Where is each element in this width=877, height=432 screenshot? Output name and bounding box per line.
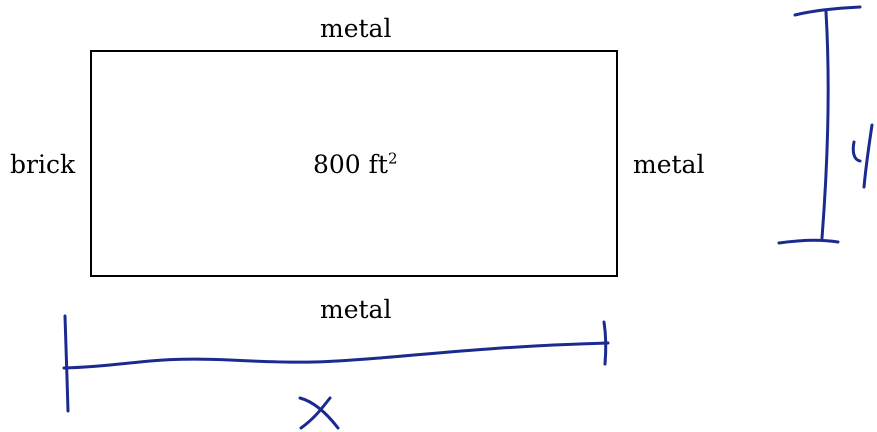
wall-label-left: brick xyxy=(10,150,76,179)
variable-y xyxy=(851,123,874,189)
variable-x xyxy=(298,396,340,430)
width-span-line xyxy=(62,341,610,370)
area-exponent: 2 xyxy=(387,149,398,168)
height-dimension-line xyxy=(777,5,862,245)
width-dimension-line xyxy=(62,314,610,413)
width-left-tick xyxy=(63,314,70,413)
height-vertical-line xyxy=(820,10,830,240)
height-bottom-bar xyxy=(777,238,840,245)
width-right-tick xyxy=(602,320,608,366)
height-top-bar xyxy=(793,5,862,17)
wall-label-bottom: metal xyxy=(320,295,392,324)
wall-label-right: metal xyxy=(633,150,705,179)
area-value: 800 ft xyxy=(313,150,388,179)
wall-label-top: metal xyxy=(320,14,392,43)
building-rectangle xyxy=(90,50,618,277)
area-label: 800 ft2 xyxy=(313,149,398,179)
